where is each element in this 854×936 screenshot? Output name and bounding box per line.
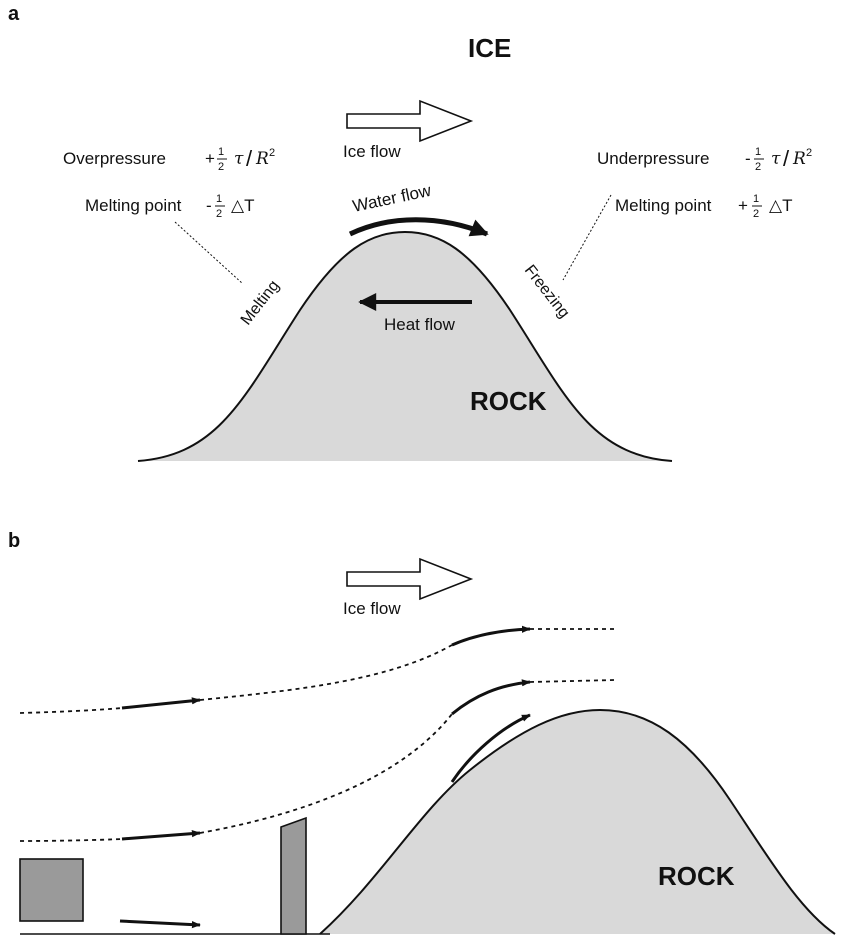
ice-flow-label-a: Ice flow xyxy=(343,142,401,161)
melting-point-left-frac-den: 2 xyxy=(216,208,222,220)
melting-point-left-frac-num: 1 xyxy=(216,193,222,205)
clast-square xyxy=(19,858,84,922)
melting-label: Melting xyxy=(238,277,283,328)
overpressure-label: Overpressure xyxy=(63,149,166,168)
melting-leader-line xyxy=(174,221,244,285)
overpressure-exp: 2 xyxy=(269,147,275,159)
melting-point-right-delta: △T xyxy=(769,196,792,215)
melting-point-right-label: Melting point xyxy=(615,196,712,215)
rock-label-a: ROCK xyxy=(470,386,547,416)
upper-streamline-arrow-1 xyxy=(121,697,201,710)
rock-bump-a xyxy=(138,232,672,461)
lower-streamline-arrow-2 xyxy=(451,679,531,716)
clast-slab xyxy=(280,816,307,935)
underpressure-frac-num: 1 xyxy=(755,146,761,158)
freezing-label: Freezing xyxy=(521,262,573,322)
overpressure-sign: + xyxy=(205,149,215,168)
rock-bump-a-outline xyxy=(137,230,673,462)
overpressure-tau: τ xyxy=(234,149,244,169)
rock-bump-b xyxy=(320,710,835,934)
melting-point-right-frac-num: 1 xyxy=(753,193,759,205)
melting-point-left-sign: - xyxy=(206,196,212,215)
ice-flow-arrow-b xyxy=(346,557,474,601)
melting-point-right-frac-den: 2 xyxy=(753,208,759,220)
underpressure-tau: τ xyxy=(771,149,781,169)
underpressure-label: Underpressure xyxy=(597,149,709,168)
ice-flow-label-b: Ice flow xyxy=(343,599,401,618)
melting-point-right-expression: Melting point + 1 2 △T xyxy=(615,193,792,220)
upper-streamline-arrow-2 xyxy=(451,625,531,647)
melting-point-left-expression: Melting point - 1 2 △T xyxy=(85,193,254,220)
lower-streamline xyxy=(19,679,616,842)
underpressure-frac-den: 2 xyxy=(755,161,761,173)
panel-a-letter: a xyxy=(8,3,20,25)
lower-streamline-dashed-2 xyxy=(199,713,453,834)
lower-streamline-arrow-1 xyxy=(121,830,201,841)
underpressure-expression: Underpressure - 1 2 τ / R 2 xyxy=(597,146,812,173)
melting-point-left-label: Melting point xyxy=(85,196,182,215)
water-flow-arrow xyxy=(348,217,489,237)
overpressure-expression: Overpressure + 1 2 τ / R 2 xyxy=(63,146,275,173)
upper-streamline-dashed-1 xyxy=(19,707,123,714)
water-flow-label: Water flow xyxy=(351,181,434,216)
flank-arrow xyxy=(450,713,531,783)
upper-streamline xyxy=(19,625,615,714)
overpressure-slash: / xyxy=(246,146,253,171)
ice-title: ICE xyxy=(468,33,511,63)
panel-b-letter: b xyxy=(8,530,20,552)
underpressure-sign: - xyxy=(745,149,751,168)
underpressure-R: R xyxy=(792,149,806,169)
overpressure-R: R xyxy=(255,149,269,169)
rock-label-b: ROCK xyxy=(658,861,735,891)
underpressure-slash: / xyxy=(783,146,790,171)
upper-streamline-dashed-2 xyxy=(199,644,453,701)
freezing-leader-line xyxy=(562,194,612,281)
bed-arrow xyxy=(119,919,201,929)
ice-flow-arrow-a xyxy=(346,99,474,143)
overpressure-frac-num: 1 xyxy=(218,146,224,158)
melting-point-left-delta: △T xyxy=(231,196,254,215)
rock-bump-b-outline xyxy=(319,708,836,935)
underpressure-exp: 2 xyxy=(806,147,812,159)
lower-streamline-dashed-3 xyxy=(529,679,616,683)
overpressure-frac-den: 2 xyxy=(218,161,224,173)
heat-flow-label: Heat flow xyxy=(384,315,456,334)
melting-point-right-sign: + xyxy=(738,196,748,215)
lower-streamline-dashed-1 xyxy=(19,838,123,842)
